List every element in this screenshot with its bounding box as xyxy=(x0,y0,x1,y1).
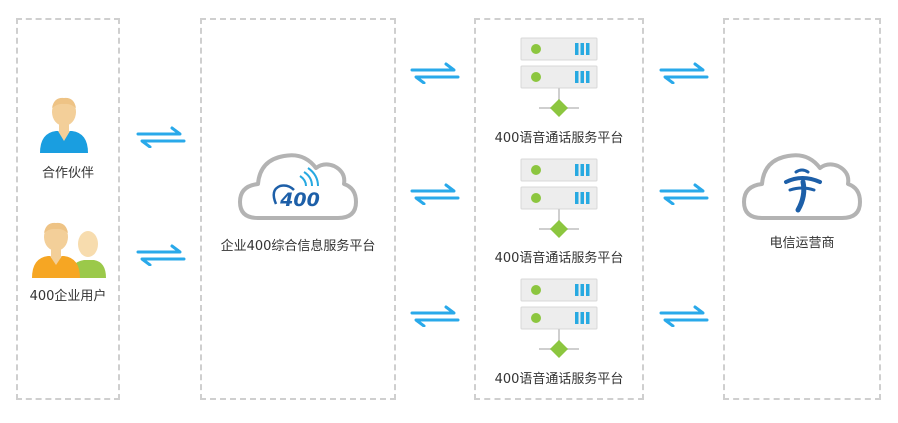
partners-column xyxy=(16,18,120,400)
enterprise-platform-label: 企业400综合信息服务平台 xyxy=(220,239,376,254)
partners-label: 合作伙伴 xyxy=(41,166,94,181)
enterprise-users-label: 400企业用户 xyxy=(29,289,107,304)
bidirectional-arrow-icon xyxy=(136,244,186,266)
person-icon xyxy=(40,97,88,153)
voice-platform-label: 400语音通话服务平台 xyxy=(494,372,624,387)
voice-platform-label: 400语音通话服务平台 xyxy=(494,131,624,146)
bidirectional-arrow-icon xyxy=(659,62,709,84)
bidirectional-arrow-icon xyxy=(136,126,186,148)
server-icon xyxy=(520,158,598,239)
bidirectional-arrow-icon xyxy=(659,183,709,205)
bidirectional-arrow-icon xyxy=(410,62,460,84)
server-icon xyxy=(520,278,598,359)
bidirectional-arrow-icon xyxy=(410,183,460,205)
voice-platform-label: 400语音通话服务平台 xyxy=(494,251,624,266)
people-group-icon xyxy=(32,222,106,278)
bidirectional-arrow-icon xyxy=(659,305,709,327)
carrier-column xyxy=(723,18,881,400)
logo-text: 400 xyxy=(279,189,320,211)
cloud-400-icon: 400 xyxy=(238,153,358,220)
cloud-telecom-icon xyxy=(742,153,862,220)
carrier-label: 电信运营商 xyxy=(769,236,835,251)
server-icon xyxy=(520,37,598,118)
voice-platform-column xyxy=(474,18,644,400)
bidirectional-arrow-icon xyxy=(410,305,460,327)
enterprise-platform-column xyxy=(200,18,396,400)
